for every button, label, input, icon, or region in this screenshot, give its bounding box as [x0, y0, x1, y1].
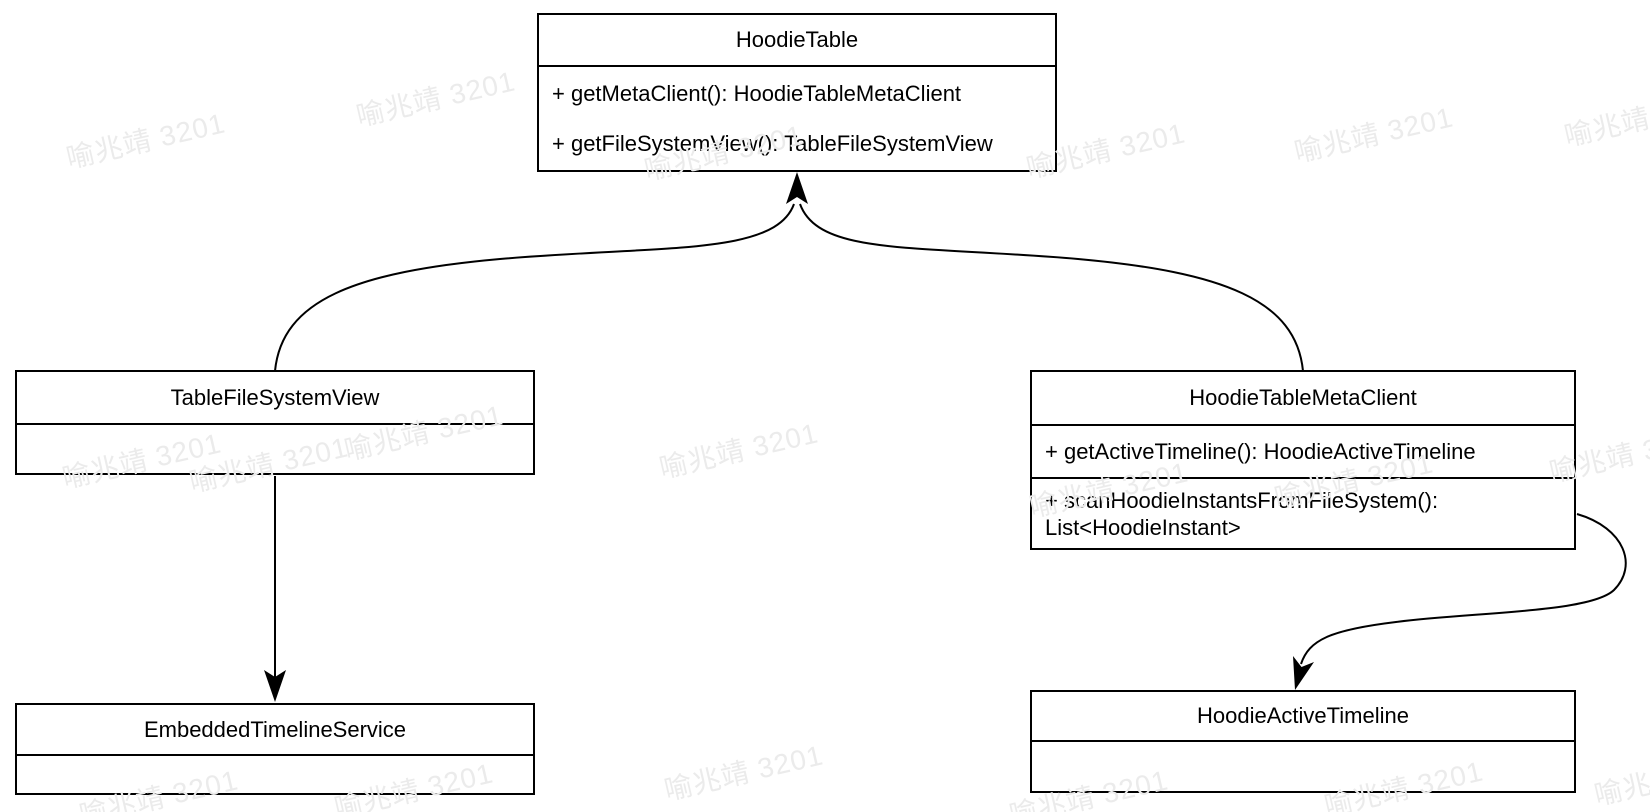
class-box-hoodietablemetaclient: HoodieTableMetaClient + getActiveTimelin…	[1030, 370, 1576, 550]
class-methods-hoodietable: + getMetaClient(): HoodieTableMetaClient…	[539, 65, 1055, 170]
method-scanhoodieinstants: + scanHoodieInstantsFromFileSystem(): Li…	[1032, 477, 1574, 548]
class-box-embeddedtimelineservice: EmbeddedTimelineService	[15, 703, 535, 795]
watermark-text: 喻兆靖 3201	[661, 739, 827, 807]
connector-hoodietablemetaclient-to-hoodietable	[786, 172, 1304, 372]
class-box-tablefilesystemview: TableFileSystemView	[15, 370, 535, 475]
method-getfilesystemview: + getFileSystemView(): TableFileSystemVi…	[552, 130, 993, 156]
class-title-embeddedtimelineservice: EmbeddedTimelineService	[143, 716, 407, 742]
method-getactivetimeline: + getActiveTimeline(): HoodieActiveTimel…	[1032, 424, 1574, 477]
method-getmetaclient: + getMetaClient(): HoodieTableMetaClient	[552, 80, 962, 106]
class-title-hoodieactivetimeline: HoodieActiveTimeline	[1197, 703, 1409, 728]
class-title-hoodietable: HoodieTable	[735, 27, 859, 52]
arrowhead-to-embeddedtimelineservice	[264, 670, 286, 702]
connector-tablefilesystemview-to-hoodietable	[274, 203, 795, 372]
empty-compartment	[17, 423, 533, 473]
class-box-hoodieactivetimeline: HoodieActiveTimeline	[1030, 690, 1576, 793]
watermark-text: 喻兆靖 3201	[63, 107, 229, 175]
arrowhead-to-hoodietable	[786, 172, 808, 204]
watermark-text: 喻兆靖 3201	[1291, 101, 1457, 169]
watermark-text: 喻兆靖 3201	[1561, 85, 1650, 153]
empty-compartment	[17, 754, 533, 793]
watermark-text: 喻兆靖 3201	[1591, 744, 1650, 812]
class-title-tablefilesystemview: TableFileSystemView	[170, 384, 380, 410]
class-box-hoodietable: HoodieTable + getMetaClient(): HoodieTab…	[537, 13, 1057, 172]
watermark-text: 喻兆靖 3201	[353, 65, 519, 133]
connector-tablefilesystemview-to-embeddedtimelineservice	[264, 476, 286, 702]
empty-compartment	[1032, 740, 1574, 791]
watermark-text: 喻兆靖 3201	[656, 417, 822, 485]
arrowhead-to-hoodieactivetimeline	[1293, 656, 1314, 690]
class-title-hoodietablemetaclient: HoodieTableMetaClient	[1189, 385, 1417, 410]
